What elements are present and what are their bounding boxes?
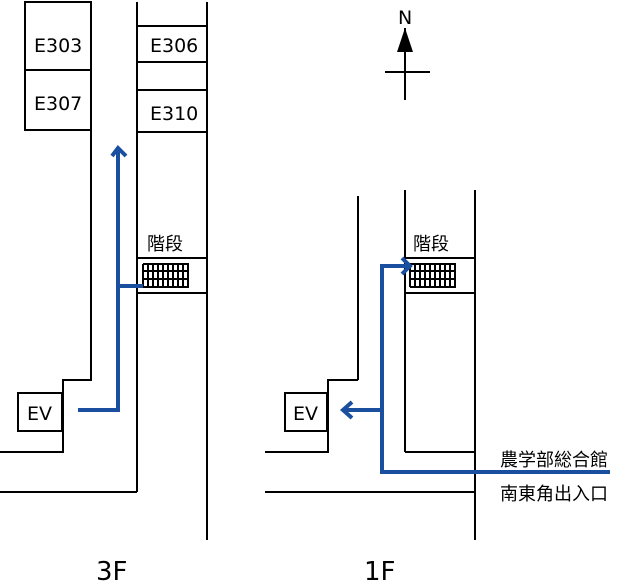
route-arrowhead-1f-ev xyxy=(339,400,354,420)
floor-3f-plan xyxy=(0,1,208,540)
route-arrowhead-3f xyxy=(110,144,128,158)
route-3f xyxy=(78,150,120,412)
room-label-e306: E306 xyxy=(150,35,198,57)
room-label-e307: E307 xyxy=(34,93,82,115)
compass-north-arrow xyxy=(385,28,430,100)
stairs-label-1f: 階段 xyxy=(413,234,449,255)
room-block-e303-e307 xyxy=(24,1,92,131)
elevator-3f xyxy=(17,392,63,432)
room-label-e303: E303 xyxy=(34,35,82,57)
west-wall-3f xyxy=(0,130,92,453)
route-arrowhead-1f-stairs xyxy=(400,256,413,276)
compass-label: N xyxy=(398,7,412,29)
floor-label-1f: 1F xyxy=(364,557,396,586)
route-1f xyxy=(380,264,610,474)
stairs-3f xyxy=(142,263,189,288)
stairs-1f xyxy=(409,263,456,288)
room-label-e310: E310 xyxy=(150,103,198,125)
entrance-label-line1: 農学部総合館 xyxy=(500,450,608,471)
floor-label-3f: 3F xyxy=(96,557,128,586)
elevator-label-1f: EV xyxy=(293,403,318,425)
north-arrow-icon xyxy=(397,28,413,52)
entrance-label-line2: 南東角出入口 xyxy=(500,484,608,505)
elevator-label-3f: EV xyxy=(27,403,52,425)
elevator-1f xyxy=(284,392,328,432)
floor-1f-plan xyxy=(265,190,610,540)
stairs-label-3f: 階段 xyxy=(147,234,183,255)
